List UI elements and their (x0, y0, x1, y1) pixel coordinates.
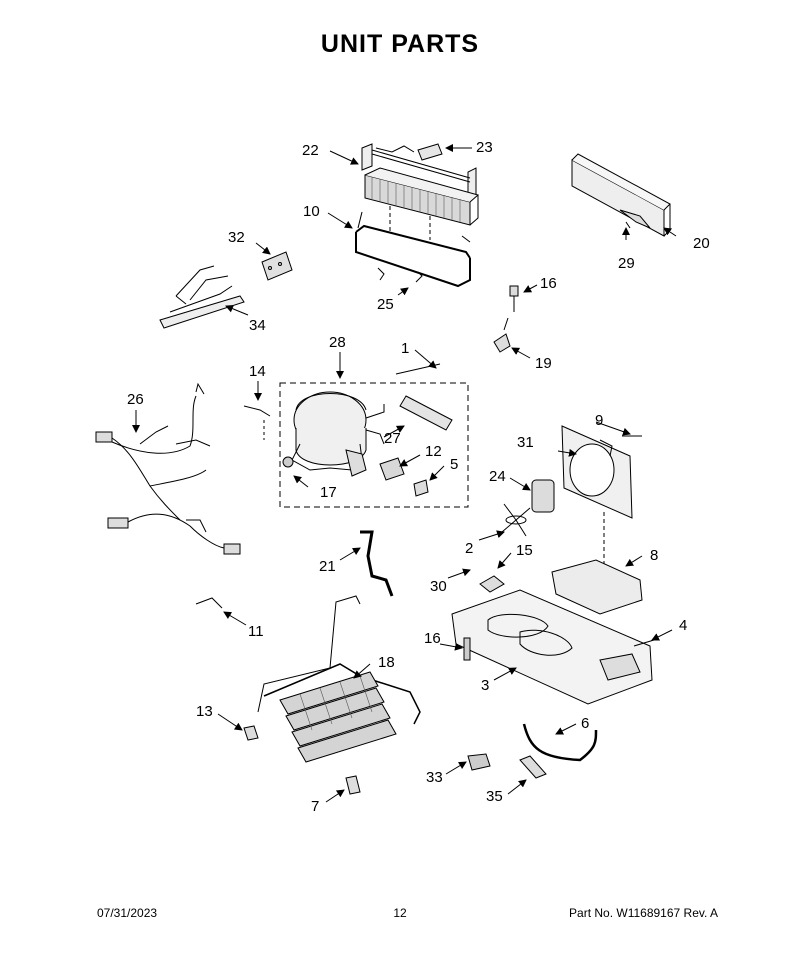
callout-26: 26 (127, 391, 144, 408)
clip-13-drawing (243, 725, 259, 741)
footer-date: 07/31/2023 (97, 906, 158, 920)
callout-13: 13 (196, 703, 213, 720)
callout-15: 15 (516, 542, 533, 559)
callout-labels: 1 2 3 4 5 6 7 8 9 10 11 12 13 14 15 16 1… (127, 139, 710, 815)
callout-18: 18 (378, 654, 395, 671)
condenser-fan-drawing (501, 425, 642, 570)
callout-11: 11 (248, 623, 264, 640)
callout-21: 21 (319, 558, 336, 575)
evaporator-coil-drawing (355, 143, 480, 288)
tube-11-drawing (195, 597, 223, 609)
callout-27: 27 (384, 430, 401, 447)
callout-25: 25 (377, 296, 394, 313)
water-tube-drawing (522, 723, 598, 762)
callout-12: 12 (425, 443, 442, 460)
air-duct-cover-drawing (571, 153, 671, 237)
callout-16-bottom: 16 (424, 630, 441, 647)
callout-16-top: 16 (540, 275, 557, 292)
sleeve-drawing (519, 755, 547, 779)
callout-leaders (132, 144, 677, 803)
callout-30: 30 (430, 578, 447, 595)
callout-33: 33 (426, 769, 443, 786)
callout-10: 10 (303, 203, 320, 220)
callout-14: 14 (249, 363, 266, 380)
footer-page-number: 12 (393, 906, 407, 920)
callout-23: 23 (476, 139, 493, 156)
bracket-drawing (551, 559, 643, 615)
main-wire-harness-drawing (95, 382, 241, 555)
callout-19: 19 (535, 355, 552, 372)
grommet-7-drawing (345, 775, 361, 795)
callout-17: 17 (320, 484, 337, 501)
callout-22: 22 (302, 142, 319, 159)
callout-29: 29 (618, 255, 635, 272)
callout-2: 2 (465, 540, 473, 557)
wire-harness-upper-drawing (159, 265, 245, 329)
callout-7: 7 (311, 798, 319, 815)
valve-drawing (467, 753, 491, 771)
callout-28: 28 (329, 334, 346, 351)
callout-1: 1 (401, 340, 409, 357)
callout-32: 32 (228, 229, 245, 246)
sensor-label-drawing (417, 143, 443, 161)
callout-9: 9 (595, 412, 603, 429)
callout-34: 34 (249, 317, 266, 334)
control-board-drawing (261, 251, 293, 281)
callout-20: 20 (693, 235, 710, 252)
footer-part-number: Part No. W11689167 Rev. A (569, 906, 718, 920)
callout-4: 4 (679, 617, 687, 634)
base-pan-drawing (451, 575, 655, 705)
callout-24: 24 (489, 468, 506, 485)
drain-tube-drawing (360, 530, 394, 597)
callout-35: 35 (486, 788, 503, 805)
callout-6: 6 (581, 715, 589, 732)
condenser-coil-drawing (257, 595, 421, 763)
thermistor-drawing (493, 285, 519, 353)
callout-5: 5 (450, 456, 458, 473)
callout-8: 8 (650, 547, 658, 564)
callout-31: 31 (517, 434, 534, 451)
callout-3: 3 (481, 677, 489, 694)
page-title: UNIT PARTS (320, 30, 480, 58)
compressor-assembly-drawing (243, 363, 469, 508)
